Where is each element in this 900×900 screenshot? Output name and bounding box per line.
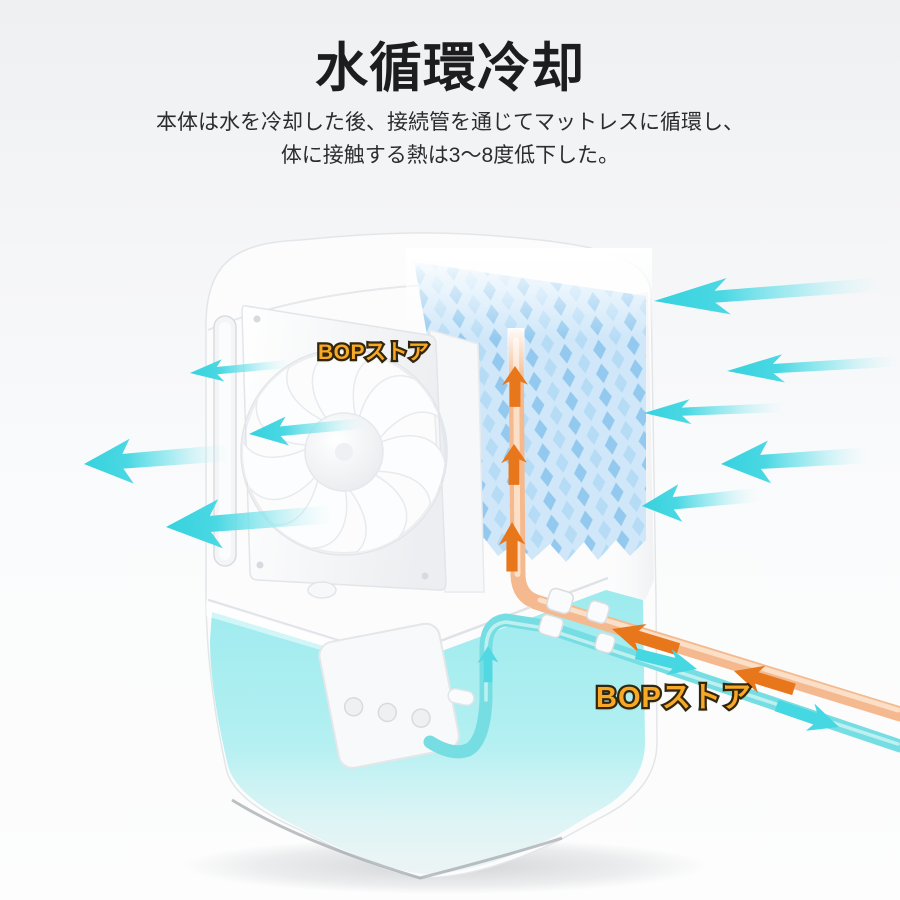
subtitle-line-1: 本体は水を冷却した後、接続管を通じてマットレスに循環し、 [156,111,744,134]
tank-bottom-edge [231,798,563,880]
page-subtitle: 本体は水を冷却した後、接続管を通じてマットレスに循環し、 体に接触する熱は3〜8… [0,106,900,172]
pump-box [318,622,460,769]
airflow-in-arrow-2 [726,348,900,386]
subtitle-line-2: 体に接触する熱は3〜8度低下した。 [280,144,620,167]
airflow-in-arrow-1 [652,267,885,320]
airflow-in-arrows [640,267,900,526]
tray-stub [307,581,337,599]
coolant-pipe [423,613,900,759]
watermark-fan-area: BOPストア [316,339,431,367]
airflow-in-arrow-3 [643,395,787,426]
fan [240,304,448,591]
airflow-in-arrow-5 [640,477,762,526]
airflow-in-arrow-4 [719,435,871,486]
page-title: 水循環冷却 [315,39,585,98]
pipe-couplers [538,587,616,654]
fan-screws [253,315,429,580]
watermark-pipe-area: BOPストア [594,680,753,717]
pump-outlet-stub [447,688,475,706]
